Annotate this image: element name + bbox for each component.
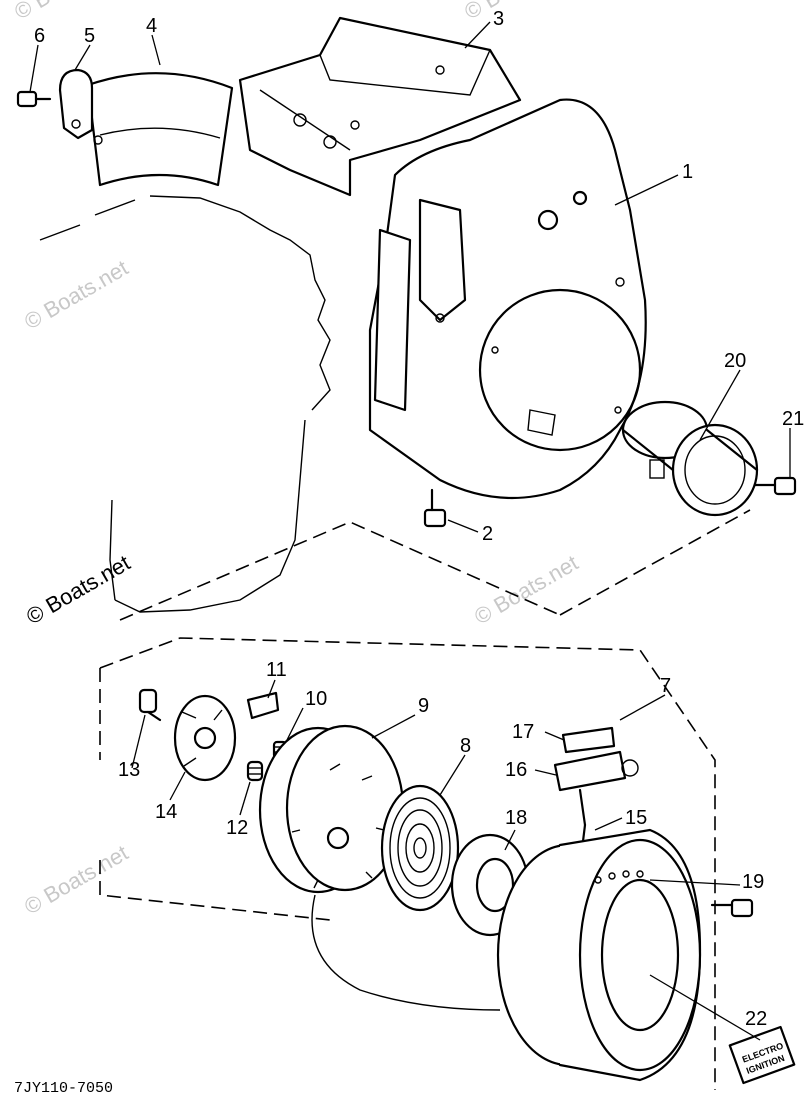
part-7-assembly-outline [99, 637, 716, 1090]
part-number-3: 3 [493, 8, 504, 30]
part-number-9: 9 [418, 695, 429, 717]
diagram-code: 7JY110-7050 [14, 1080, 113, 1097]
part-number-1: 1 [682, 161, 693, 183]
watermark: © Boats.net [460, 0, 572, 24]
part-14-ratchet [173, 694, 237, 782]
part-number-15: 15 [625, 807, 647, 829]
leader-lines [29, 21, 791, 1041]
part-7-starter-case [496, 828, 702, 1082]
part-number-7: 7 [660, 675, 671, 697]
part-11-pawl [246, 691, 280, 720]
part-number-labels: 6 5 4 3 1 20 21 2 7 11 10 9 8 17 16 15 1… [34, 8, 804, 1030]
part-number-13: 13 [118, 759, 140, 781]
part-number-2: 2 [482, 523, 493, 545]
part-21-bolt [753, 476, 797, 496]
part-13-screw [138, 688, 162, 722]
part-20-pulley-cup [621, 400, 759, 517]
part-number-17: 17 [512, 721, 534, 743]
part-number-8: 8 [460, 735, 471, 757]
part-number-16: 16 [505, 759, 527, 781]
part-6-screw [16, 90, 52, 108]
part-number-22: 22 [745, 1008, 767, 1030]
part-number-11: 11 [266, 659, 287, 681]
part-12-spring [246, 760, 264, 782]
part-number-14: 14 [155, 801, 177, 823]
part-number-6: 6 [34, 25, 45, 47]
part-8-spring [380, 784, 460, 912]
part-22-label: ELECTRO IGNITION [728, 1025, 796, 1085]
starter-rope [311, 894, 501, 1011]
watermark: © Boats.net [20, 255, 132, 334]
part-19-bolt [710, 898, 754, 918]
part-9-pulley [258, 724, 405, 894]
engine-outline [39, 195, 751, 621]
part-number-18: 18 [505, 807, 527, 829]
part-2-bolt [423, 488, 447, 528]
part-4-cover [86, 72, 234, 187]
part-16-switch [553, 750, 639, 827]
part-17-cover [561, 726, 616, 754]
part-number-4: 4 [146, 15, 157, 37]
part-number-20: 20 [724, 350, 746, 372]
watermark: © Boats.net [10, 0, 122, 24]
part-3-bracket [238, 16, 522, 197]
part-number-5: 5 [84, 25, 95, 47]
watermark-dark: © Boats.net [22, 550, 134, 629]
part-number-19: 19 [742, 871, 764, 893]
watermark: © Boats.net [470, 550, 582, 629]
part-5-clamp [58, 68, 94, 140]
part-number-10: 10 [305, 688, 327, 710]
part-number-21: 21 [782, 408, 804, 430]
part-number-12: 12 [226, 817, 248, 839]
part-1-fan-housing [368, 98, 647, 500]
watermark: © Boats.net [20, 840, 132, 919]
